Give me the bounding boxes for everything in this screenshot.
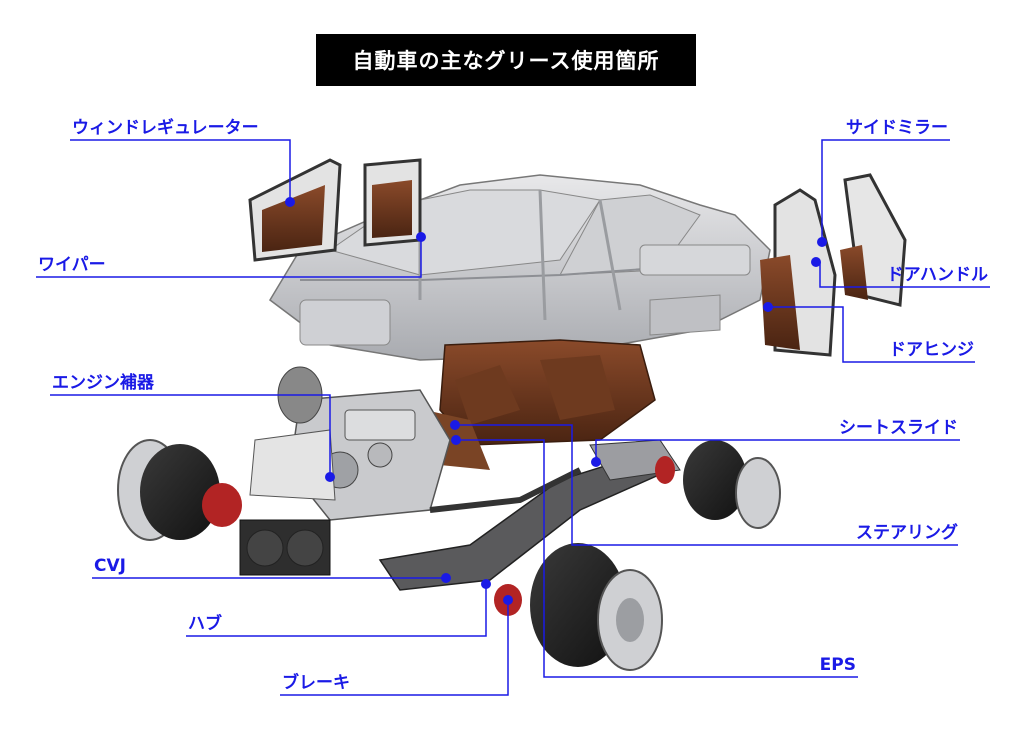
callout-dots — [285, 197, 827, 605]
callout-wiper — [36, 237, 422, 278]
dot-steering — [450, 420, 460, 430]
label-wiper: ワイパー — [38, 255, 106, 275]
right-doors — [760, 173, 907, 357]
callout-side-mirror — [821, 139, 950, 242]
label-window-regulator: ウィンドレギュレーター — [72, 118, 259, 138]
left-doors — [248, 158, 422, 262]
dot-engine-aux — [325, 472, 335, 482]
callout-seat-slide — [595, 439, 960, 462]
dot-window-regulator — [285, 197, 295, 207]
dot-seat-slide — [591, 457, 601, 467]
callout-steering — [455, 424, 958, 546]
label-steering: ステアリング — [856, 523, 958, 543]
label-side-mirror: サイドミラー — [846, 118, 948, 138]
label-hub: ハブ — [188, 614, 222, 634]
engine-assembly — [239, 389, 451, 576]
dot-door-handle — [811, 257, 821, 267]
diagram-title: 自動車の主なグリース使用箇所 — [316, 34, 696, 86]
callout-door-hinge — [768, 306, 975, 363]
dot-hub — [481, 579, 491, 589]
dot-wiper — [416, 232, 426, 242]
callout-door-handle — [819, 262, 990, 288]
dot-cvj — [441, 573, 451, 583]
callout-engine-aux — [50, 394, 331, 477]
label-seat-slide: シートスライド — [839, 418, 958, 438]
dot-side-mirror — [817, 237, 827, 247]
label-door-hinge: ドアヒンジ — [889, 340, 974, 360]
callout-hub — [186, 584, 487, 637]
dot-eps — [451, 435, 461, 445]
callout-lines-left — [36, 139, 509, 696]
callout-eps — [456, 439, 858, 678]
label-door-handle: ドアハンドル — [886, 265, 988, 285]
label-eps: EPS — [819, 655, 856, 675]
car-body-frame — [269, 174, 771, 361]
dot-brake — [503, 595, 513, 605]
callout-window-regulator — [70, 139, 291, 202]
callout-brake — [280, 600, 509, 696]
label-cvj: CVJ — [94, 556, 126, 576]
label-engine-aux: エンジン補器 — [52, 373, 154, 393]
dot-door-hinge — [763, 302, 773, 312]
label-brake: ブレーキ — [282, 673, 350, 693]
callout-lines-right — [455, 139, 990, 678]
